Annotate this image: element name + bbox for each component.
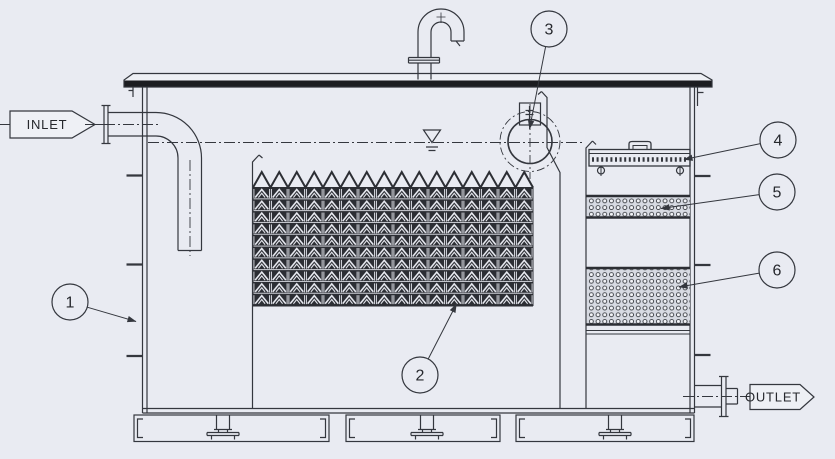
tank-lid — [123, 72, 713, 106]
vent-flange — [407, 56, 441, 64]
callout-1-leader — [87, 306, 137, 323]
callout-3-number: 3 — [545, 22, 554, 39]
perforated-plate-lower — [586, 266, 690, 335]
callout-1-number: 1 — [66, 295, 75, 312]
callout-6-circle — [758, 251, 796, 289]
lid-right-skirt — [696, 87, 704, 106]
chamber-dividing-wall — [585, 140, 597, 409]
callout-6-leader — [678, 272, 760, 289]
callout-4-leader — [683, 143, 761, 161]
weir-handle — [628, 140, 652, 150]
callout-1-circle — [51, 283, 89, 321]
callout-4-number: 4 — [774, 133, 783, 150]
callout-5-circle — [758, 173, 796, 211]
perforated-plate-upper — [586, 194, 690, 219]
tank-left-wall — [141, 87, 148, 413]
tank-shell — [126, 87, 711, 414]
callout-2 — [401, 303, 457, 394]
callout-3-leader — [527, 46, 547, 130]
callout-6 — [678, 251, 796, 289]
lid-left-tab — [128, 87, 134, 97]
tank-right-wall — [689, 87, 696, 413]
inlet-elbow-outer — [155, 111, 203, 159]
right-wall-stiffener-ticks — [694, 174, 711, 357]
callout-2-number: 2 — [416, 368, 425, 385]
media-right-baffle — [537, 91, 561, 409]
left-wall-stiffener-ticks — [126, 174, 143, 358]
callout-5 — [660, 173, 796, 211]
outlet-label-text: OUTLET — [745, 390, 801, 405]
callout-4 — [683, 121, 797, 161]
base-skid — [133, 414, 695, 443]
callout-2-circle — [401, 356, 439, 394]
callout-5-leader — [660, 194, 760, 211]
callout-6-number: 6 — [773, 263, 782, 280]
outlet-label — [749, 383, 815, 411]
callout-3-circle — [530, 10, 568, 48]
media-pack — [252, 169, 534, 307]
vent-gooseneck — [407, 8, 465, 80]
inlet-label-text: INLET — [27, 117, 68, 132]
weir-plate — [588, 140, 691, 176]
callout-3 — [527, 10, 568, 130]
vent-center-tick — [436, 12, 446, 23]
drain-nozzle-right — [598, 415, 632, 440]
drain-nozzle-left — [206, 415, 240, 440]
callout-2-leader — [427, 303, 457, 360]
callout-4-circle — [759, 121, 797, 159]
tank-bottom — [142, 407, 695, 414]
outlet-pipe — [683, 375, 750, 418]
callout-1 — [51, 283, 137, 323]
media-frame-left-baffle — [251, 154, 263, 409]
callout-5-number: 5 — [773, 185, 782, 202]
inlet-label — [0, 110, 104, 139]
drain-nozzle-middle — [410, 415, 444, 440]
liquid-level-symbol — [422, 129, 442, 152]
plate-support-ledge — [586, 329, 690, 335]
